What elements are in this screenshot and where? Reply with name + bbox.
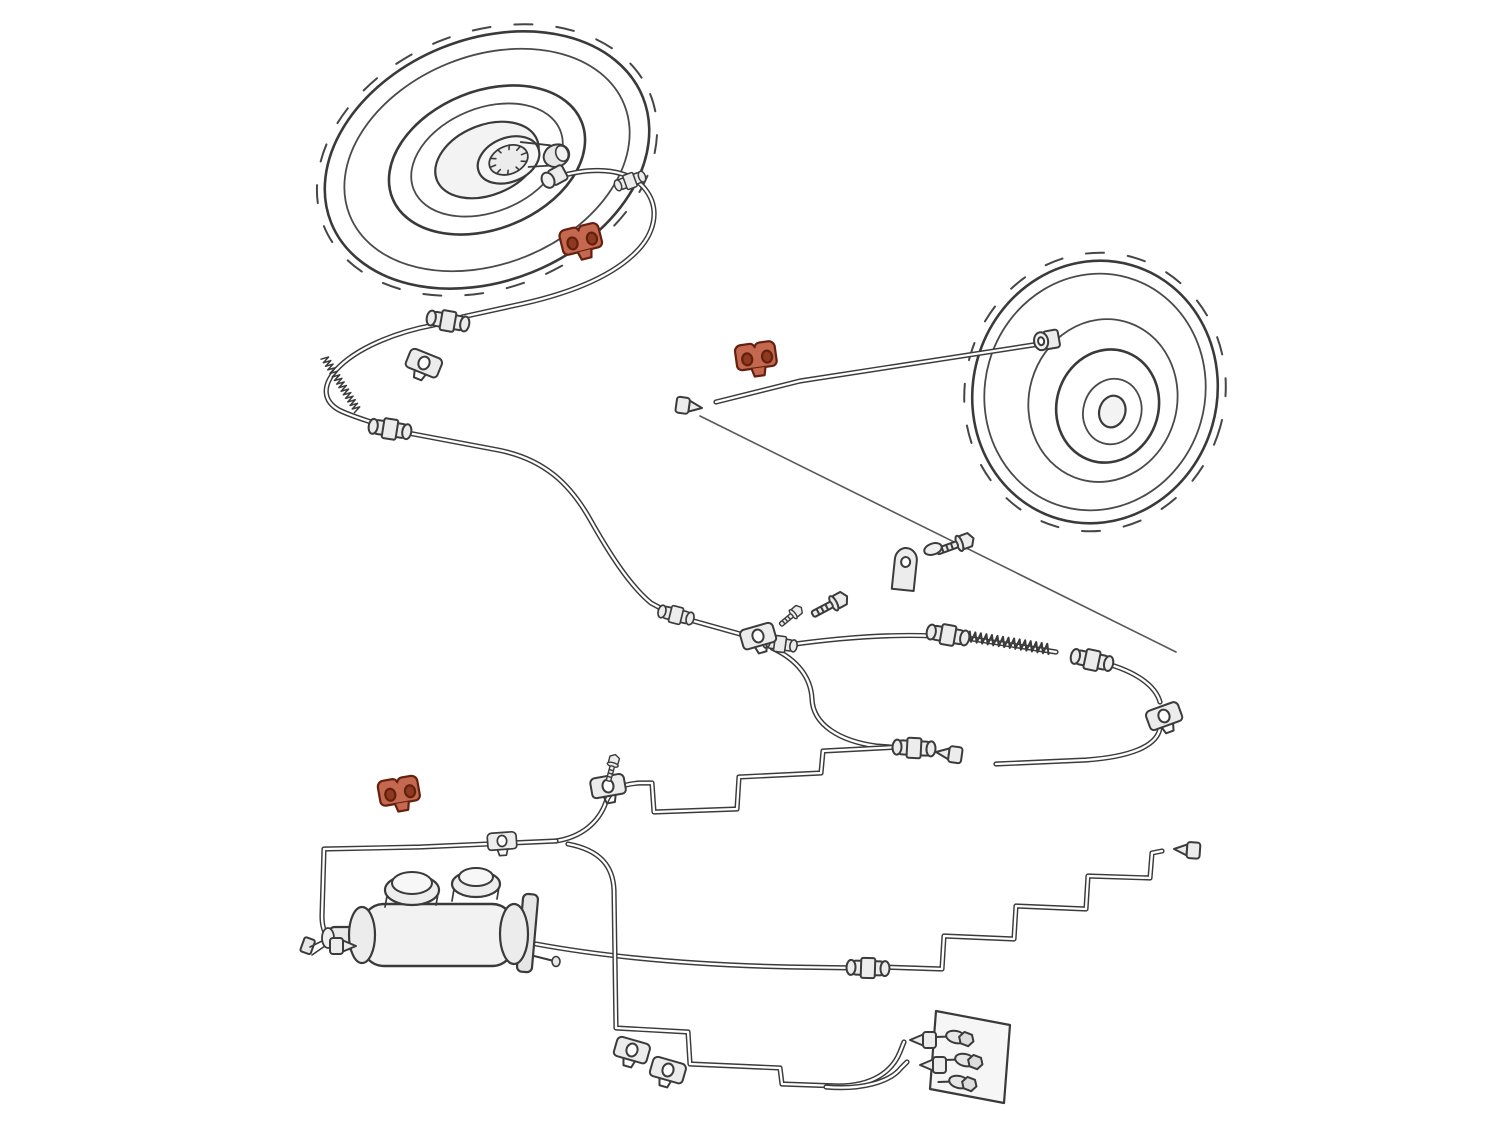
washer <box>923 542 943 556</box>
chassis-reference-line <box>699 415 1177 653</box>
front-left-brake-drum <box>315 23 659 297</box>
junction-plate <box>928 1009 1012 1105</box>
reservoir-cap-right <box>450 867 502 899</box>
plate-bolt <box>937 1074 978 1093</box>
fittings <box>329 164 1202 1093</box>
reservoir-cap-left <box>383 871 441 907</box>
brake-lines <box>319 167 1165 1091</box>
plate-bolt <box>934 1029 975 1048</box>
mounting-tab-bracket <box>890 545 920 593</box>
hub-with-splined-shaft <box>476 135 571 185</box>
rear-right-wheel <box>963 251 1227 533</box>
master-cylinder <box>299 867 561 974</box>
hose-end-fitting <box>540 164 569 189</box>
banjo-fitting <box>1033 328 1061 352</box>
